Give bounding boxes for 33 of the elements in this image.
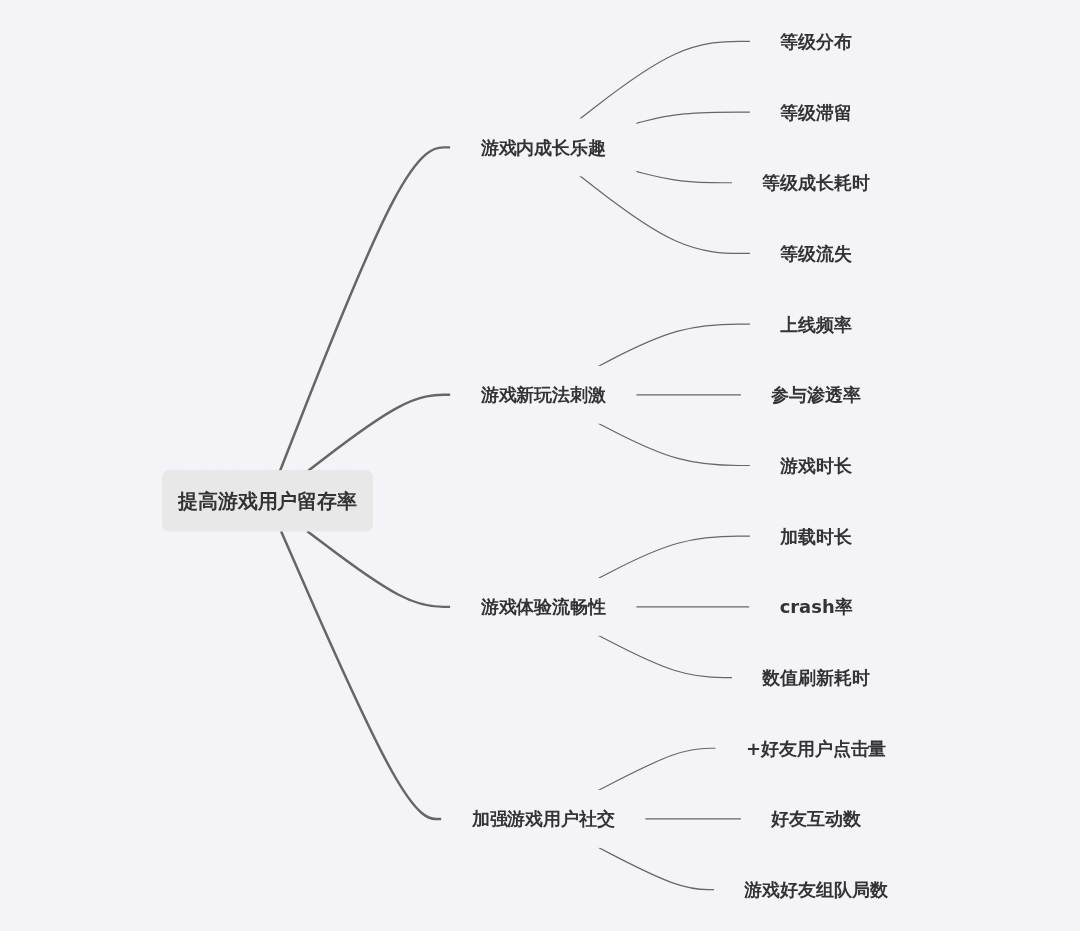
node-text: 游戏好友组队局数 <box>744 879 888 901</box>
connector <box>279 530 442 821</box>
node-text: 游戏内成长乐趣 <box>480 136 606 158</box>
node-text: 上线频率 <box>779 313 852 335</box>
node-text: 等级流失 <box>779 242 852 264</box>
node-text: 游戏新玩法刺激 <box>480 384 606 406</box>
connector <box>597 747 717 792</box>
node-text: 等级滞留 <box>779 101 852 123</box>
node-text: 参与渗透率 <box>770 384 861 406</box>
connector <box>578 175 751 254</box>
node-text: 好友互动数 <box>770 808 861 830</box>
connector <box>643 818 742 820</box>
node-text: 游戏时长 <box>779 455 852 476</box>
node-text: 等级分布 <box>779 30 852 52</box>
connector <box>597 323 751 367</box>
node-text: crash率 <box>779 596 853 618</box>
connector <box>597 535 751 580</box>
node-text: 游戏体验流畅性 <box>480 596 606 618</box>
connector <box>597 422 751 467</box>
connector <box>306 530 451 609</box>
connector <box>597 846 715 891</box>
connector <box>635 170 733 184</box>
connector <box>278 146 451 472</box>
node-text: 等级成长耗时 <box>762 172 870 194</box>
connector <box>578 40 751 120</box>
connector <box>635 606 751 608</box>
node-text: 数值刷新耗时 <box>762 667 870 689</box>
node-text: 加载时长 <box>779 525 852 547</box>
connector <box>635 394 742 396</box>
node-text: +好友用户点击量 <box>745 737 887 759</box>
connector <box>597 634 733 679</box>
node-text: 加强游戏用户社交 <box>471 808 615 830</box>
connector <box>635 111 751 124</box>
